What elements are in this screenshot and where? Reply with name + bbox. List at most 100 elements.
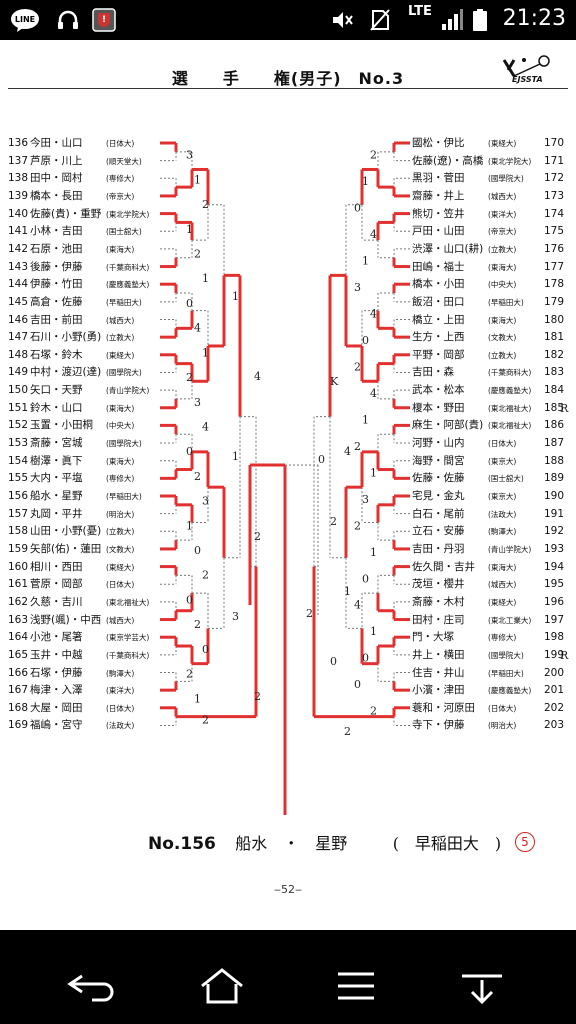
score-mark: 2 <box>354 440 361 453</box>
bracket-entry: 橋立・上田(東海大)180 <box>412 313 565 326</box>
score-mark: 0 <box>330 655 337 668</box>
score-mark: 1 <box>186 519 193 532</box>
bracket-entry: 田嶋・福士(東海大)177 <box>412 260 565 273</box>
entry-school: (千葉商科大) <box>106 650 150 660</box>
entry-number: 202 <box>544 701 565 714</box>
score-mark: 2 <box>370 705 377 718</box>
score-mark: 0 <box>354 202 361 215</box>
score-mark: 2 <box>344 725 351 738</box>
score-mark: 2 <box>194 470 201 483</box>
entry-number: 199 <box>544 648 565 661</box>
entry-names: 寺下・伊藤 <box>412 719 465 732</box>
entry-number: 177 <box>544 260 565 273</box>
bracket-entry: 海野・間宮(東京大)188 <box>412 454 565 467</box>
entry-names: 宅見・金丸 <box>412 490 465 502</box>
entry-names: 飯沼・田口 <box>412 295 465 308</box>
entry-school: (帝京大) <box>106 191 135 201</box>
entry-names: 石原・池田 <box>30 242 83 255</box>
home-icon[interactable] <box>192 962 252 1010</box>
entry-names: 橋立・上田 <box>412 313 465 326</box>
entry-names: 國松・伊比 <box>412 137 465 149</box>
entry-school: (國學院大) <box>106 439 142 449</box>
entry-names: 大内・平塩 <box>30 472 83 485</box>
score-mark: 2 <box>354 519 361 532</box>
down-icon[interactable] <box>452 962 512 1010</box>
entry-number: 164 <box>8 631 29 644</box>
score-mark: 0 <box>186 445 193 458</box>
navigation-bar <box>0 948 576 1024</box>
entry-school: (早稲田大) <box>106 492 142 501</box>
score-mark: 1 <box>194 173 201 186</box>
entry-number: 173 <box>544 189 565 202</box>
score-mark: 2 <box>186 668 193 681</box>
entry-number: 146 <box>8 313 29 326</box>
entry-names: 蓑和・河原田 <box>412 701 475 714</box>
entry-school: (東経大) <box>106 350 135 360</box>
bracket-entry: 田村・庄司(東北工業大)197 <box>412 613 565 626</box>
score-mark: 0 <box>318 453 325 466</box>
score-mark: 1 <box>370 546 377 559</box>
entry-school: (法政大) <box>106 721 135 731</box>
bracket-entry: 井上・横田(國學院大)199 <box>412 648 565 661</box>
entry-school: (東海大) <box>106 244 135 254</box>
entry-number: 188 <box>544 454 565 467</box>
score-mark: 0 <box>354 678 361 691</box>
entry-school: (國學院大) <box>106 368 142 378</box>
entry-number: 195 <box>544 578 565 591</box>
entry-names: 斎藤・木村 <box>412 595 465 608</box>
entry-names: 榎本・野田 <box>412 401 465 414</box>
score-mark: 3 <box>354 281 361 294</box>
entry-number: 186 <box>544 419 565 432</box>
score-mark: 0 <box>186 593 193 606</box>
entry-number: 161 <box>8 578 29 591</box>
entry-names: 伊藤・竹田 <box>30 278 83 291</box>
entry-names: 丸岡・平井 <box>30 507 83 520</box>
entry-number: 154 <box>8 454 29 467</box>
network-type: LTE <box>408 4 432 19</box>
entry-school: (文教大) <box>106 544 135 554</box>
bracket-entry: 宅見・金丸(東京大)190 <box>412 490 565 502</box>
entry-number: 203 <box>544 719 565 732</box>
entry-number: 147 <box>8 331 29 344</box>
entry-names: 石川・小野(勇) <box>30 331 102 344</box>
entry-number: 153 <box>8 437 29 450</box>
entry-names: 小林・吉田 <box>30 225 83 238</box>
entry-school: (国士舘大) <box>106 227 142 237</box>
back-icon[interactable] <box>62 962 122 1010</box>
score-mark: 2 <box>202 713 209 726</box>
entry-number: 182 <box>544 348 565 361</box>
entry-number: 176 <box>544 242 565 255</box>
score-mark: 1 <box>232 450 239 463</box>
score-mark: 4 <box>344 445 351 458</box>
entry-school: (立教大) <box>106 527 135 537</box>
menu-icon[interactable] <box>326 962 386 1010</box>
entry-number: 136 <box>8 137 29 149</box>
entry-names: 矢部(佑)・蓮田 <box>30 542 102 555</box>
score-mark: 2 <box>194 618 201 631</box>
entry-number: 174 <box>544 207 565 220</box>
entry-names: 矢口・天野 <box>30 384 83 397</box>
entry-names: 橋本・小田 <box>412 278 465 291</box>
entry-names: 斎藤・宮城 <box>30 437 83 450</box>
entry-number: 181 <box>544 331 565 344</box>
entry-names: 渋澤・山口(耕) <box>412 242 484 255</box>
score-mark: 0 <box>194 544 201 557</box>
entry-school: (早稲田大) <box>106 297 142 307</box>
entry-number: 185 <box>544 401 565 414</box>
bracket-entry: 斎藤・木村(東経大)196 <box>412 595 565 608</box>
bracket-entry: 齋藤・井上(城西大)173 <box>412 189 565 202</box>
entry-number: 168 <box>8 701 29 714</box>
entry-names: 立石・安藤 <box>412 525 465 538</box>
